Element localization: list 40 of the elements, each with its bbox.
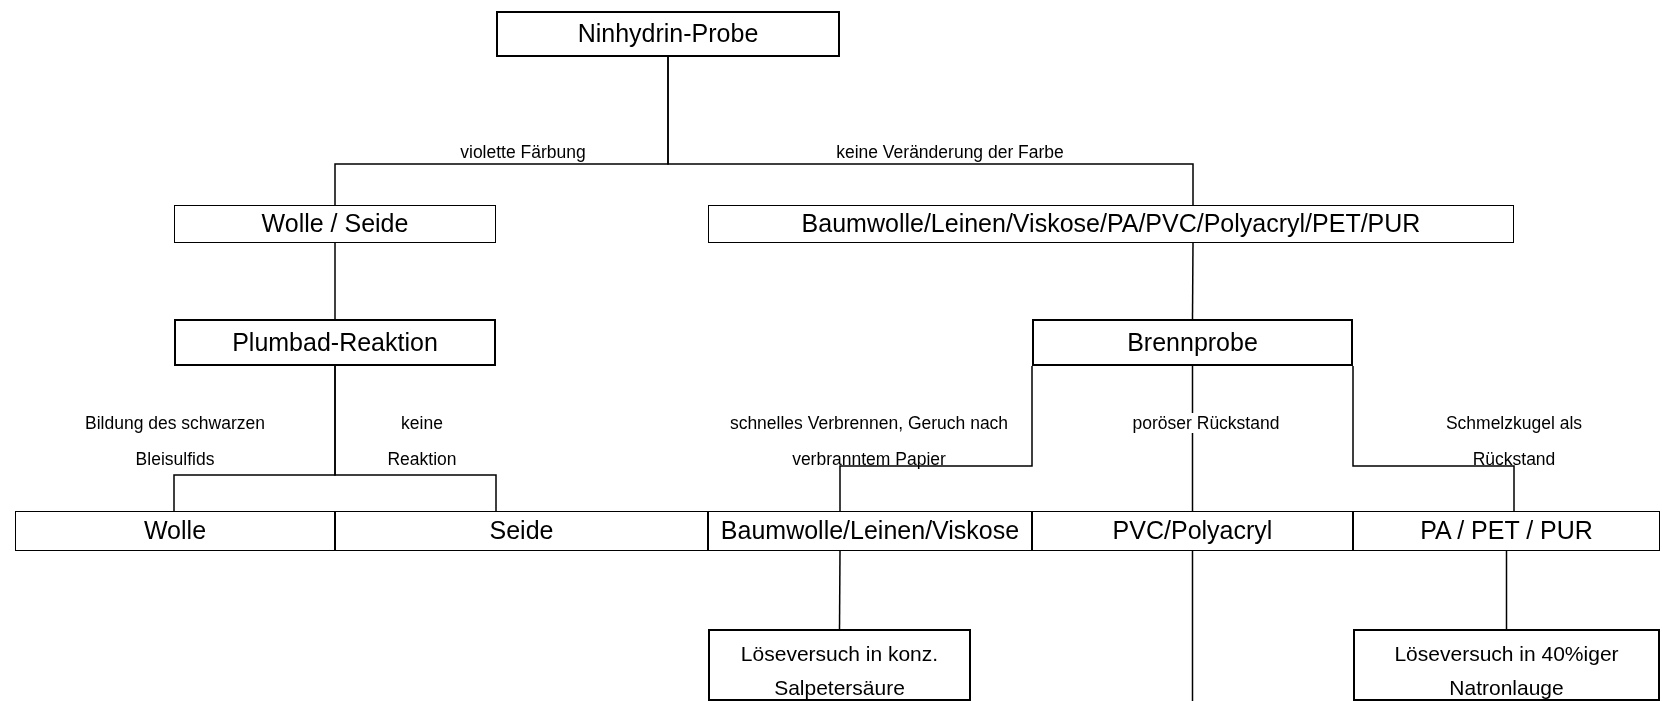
node-text: Löseversuch in 40%iger Natronlauge	[1393, 641, 1620, 701]
node-text: Baumwolle/Leinen/Viskose/PA/PVC/Polyacryl/PET/PUR	[801, 208, 1421, 240]
connector-line	[839, 365, 1033, 512]
edge-label: violette Färbung	[459, 142, 587, 162]
node-text: Ninhydrin-Probe	[577, 18, 759, 50]
edge-label: schnelles Verbrennen, Geruch nach verbranntem Papier	[728, 412, 1010, 471]
fiber-box	[335, 511, 708, 551]
node-text: Wolle	[143, 515, 207, 547]
node-text: PA / PET / PUR	[1420, 515, 1593, 547]
connector-line	[1191, 365, 1194, 512]
test-box	[708, 629, 971, 701]
test-box	[496, 11, 840, 57]
edge-label: Schmelzkugel als Rückstand	[1444, 412, 1584, 471]
connector-line	[334, 242, 336, 320]
node-text: Baumwolle/Leinen/Viskose	[720, 515, 1020, 547]
node-text: Brennprobe	[1127, 326, 1258, 358]
connector-line	[1191, 550, 1194, 701]
fiber-box	[174, 205, 496, 243]
node-text: PVC/Polyacryl	[1112, 515, 1273, 547]
fiber-box	[1353, 511, 1660, 551]
edge-label: Bildung des schwarzen Bleisulfids	[84, 412, 266, 471]
connector-line	[838, 550, 841, 630]
edge-label: keine Veränderung der Farbe	[835, 142, 1065, 162]
node-text: Plumbad-Reaktion	[232, 326, 438, 358]
test-box	[1032, 319, 1353, 366]
connector-line	[1352, 365, 1515, 512]
fiber-box	[1032, 511, 1353, 551]
connector-line	[334, 365, 497, 512]
node-text: Seide	[489, 515, 554, 547]
connector-line	[667, 56, 1194, 206]
node-text: Löseversuch in konz. Salpetersäure	[739, 641, 940, 701]
node-text: Wolle / Seide	[261, 208, 409, 240]
edge-label: keine Reaktion	[386, 412, 458, 471]
connector-line	[1191, 242, 1194, 320]
test-box	[174, 319, 496, 366]
fiber-box	[15, 511, 335, 551]
connector-line	[1505, 550, 1508, 630]
fiber-box	[708, 205, 1514, 243]
fiber-box	[708, 511, 1032, 551]
test-box	[1353, 629, 1660, 701]
